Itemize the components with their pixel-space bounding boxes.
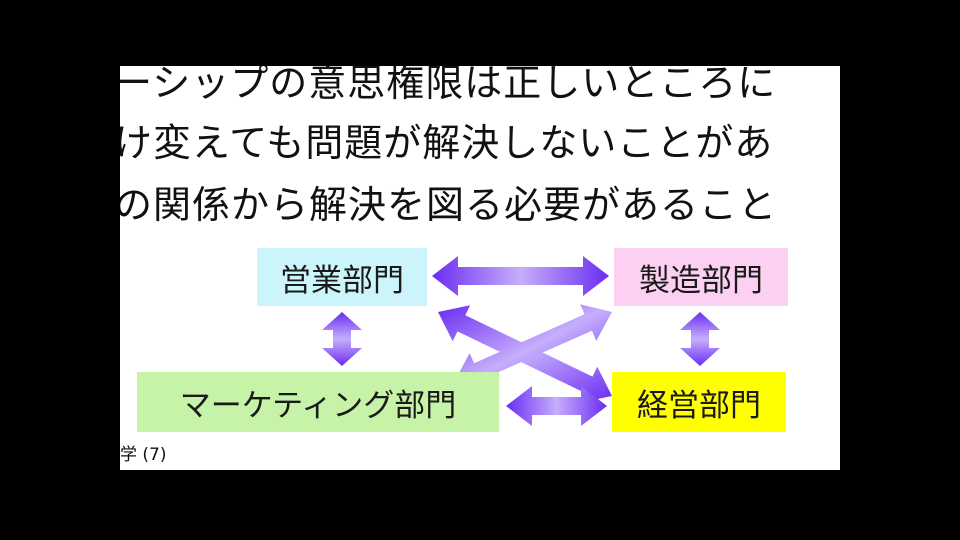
node-management-label: 経営部門 <box>637 387 761 424</box>
arrow-sales-marketing <box>322 312 362 366</box>
node-sales-label: 営業部門 <box>280 262 404 299</box>
node-marketing: マーケティング部門 <box>137 372 499 432</box>
node-management: 経営部門 <box>612 372 786 432</box>
node-manufacturing: 製造部門 <box>614 248 788 306</box>
relationship-arrows <box>322 256 720 426</box>
node-manufacturing-label: 製造部門 <box>639 262 763 299</box>
slide-text-line-2: け変えても問題が解決しないことがあ <box>120 121 774 165</box>
node-marketing-label: マーケティング部門 <box>179 387 457 424</box>
slide-text-line-1: ーシップの意思権限は正しいところに <box>120 66 777 105</box>
arrow-manufacturing-marketing <box>454 304 612 390</box>
node-sales: 営業部門 <box>257 248 427 306</box>
arrow-marketing-management <box>506 386 607 426</box>
slide-footer: 学 (7) <box>120 445 167 465</box>
arrow-manufacturing-management <box>680 312 720 366</box>
arrow-sales-manufacturing <box>432 256 609 296</box>
slide: ーシップの意思権限は正しいところに け変えても問題が解決しないことがあ の関係か… <box>120 66 840 470</box>
slide-text-line-3: の関係から解決を図る必要があること <box>120 183 778 227</box>
